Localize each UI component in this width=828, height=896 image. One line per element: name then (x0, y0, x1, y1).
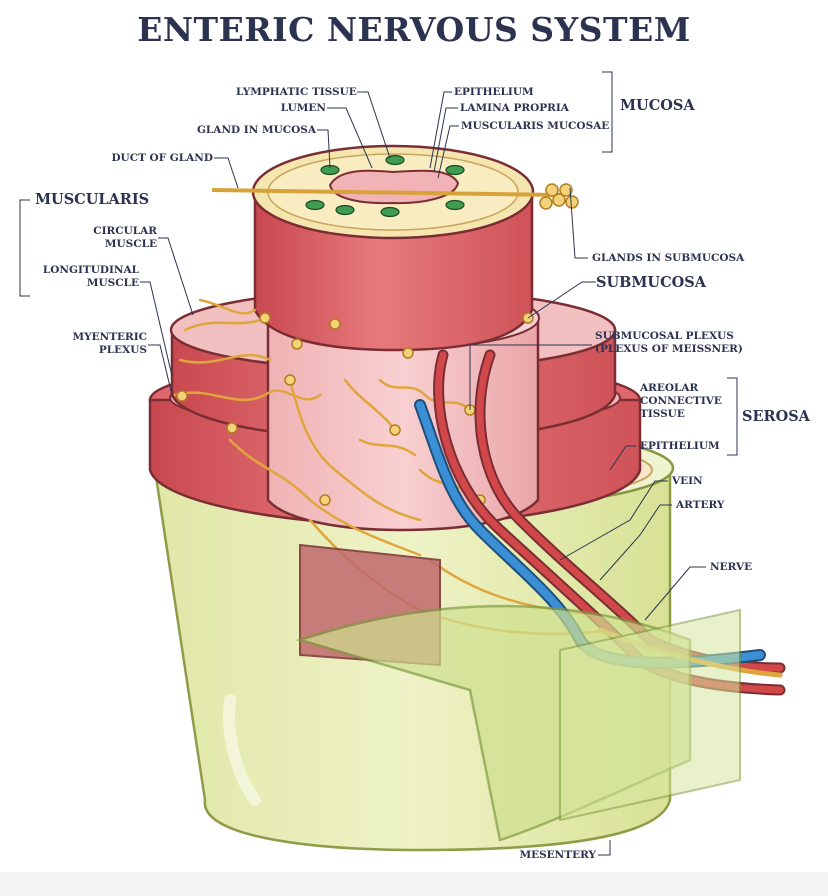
group-submucosa: SUBMUCOSA (596, 274, 706, 291)
group-serosa: SEROSA (742, 408, 810, 425)
label-mesentery: MESENTERY (519, 849, 596, 861)
label-vein: VEIN (672, 475, 703, 487)
label-gland-in-mucosa: GLAND IN MUCOSA (196, 124, 316, 136)
label-lumen: LUMEN (280, 102, 326, 114)
label-longitudinal-muscle: LONGITUDINAL MUSCLE (40, 264, 139, 290)
label-epithelium-top: EPITHELIUM (454, 86, 534, 98)
label-muscularis-mucosae: MUSCULARIS MUCOSAE (461, 120, 610, 132)
mesentery-flap (559, 608, 741, 822)
longitudinal-muscle-line2: MUSCLE (86, 277, 139, 289)
label-areolar-connective-tissue: AREOLAR CONNECTIVE TISSUE (640, 382, 722, 421)
label-circular-muscle: CIRCULAR MUSCLE (70, 225, 157, 251)
leader-lines (19, 71, 738, 856)
mucosa-layer (211, 144, 579, 352)
longitudinal-muscle-line1: LONGITUDINAL (42, 264, 139, 276)
bottom-strip (0, 872, 828, 896)
label-submucosal-plexus: SUBMUCOSAL PLEXUS (PLEXUS OF MEISSNER) (595, 330, 743, 356)
submucosal-plexus-line1: SUBMUCOSAL PLEXUS (595, 330, 734, 342)
label-glands-in-submucosa: GLANDS IN SUBMUCOSA (592, 252, 745, 264)
areolar-line3: TISSUE (640, 408, 685, 420)
myenteric-plexus-line2: PLEXUS (98, 344, 147, 356)
myenteric-plexus-line1: MYENTERIC (72, 331, 147, 343)
group-muscularis: MUSCULARIS (35, 191, 150, 208)
label-duct-of-gland: DUCT OF GLAND (111, 152, 213, 164)
areolar-line1: AREOLAR (640, 382, 699, 394)
circular-muscle-line2: MUSCLE (104, 238, 157, 250)
label-lamina-propria: LAMINA PROPRIA (460, 102, 569, 114)
label-nerve: NERVE (710, 561, 753, 573)
label-lymphatic-tissue: LYMPHATIC TISSUE (236, 86, 357, 98)
page-title: ENTERIC NERVOUS SYSTEM (137, 10, 691, 49)
submucosal-plexus-line2: (PLEXUS OF MEISSNER) (595, 343, 743, 355)
label-artery: ARTERY (676, 499, 725, 511)
circular-muscle-line1: CIRCULAR (93, 225, 157, 237)
label-myenteric-plexus: MYENTERIC PLEXUS (60, 331, 147, 357)
areolar-line2: CONNECTIVE (640, 395, 722, 407)
label-epithelium-serosa: EPITHELIUM (640, 440, 720, 452)
group-mucosa: MUCOSA (620, 97, 695, 114)
